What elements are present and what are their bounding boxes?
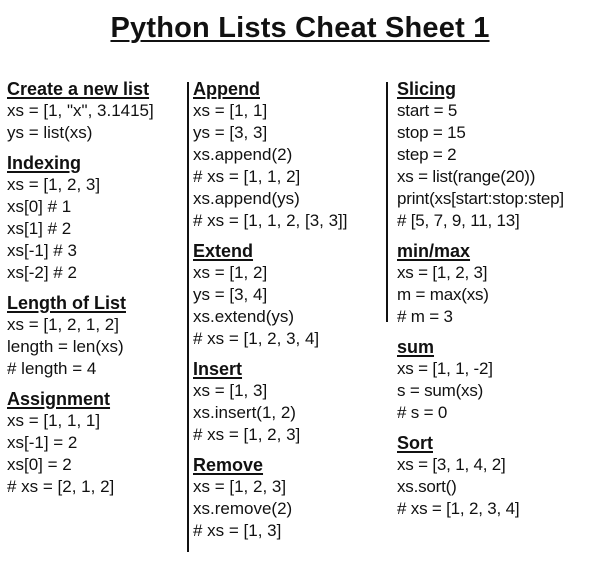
section-indexing: Indexing xs = [1, 2, 3] xs[0] # 1 xs[1] …	[7, 152, 185, 284]
section-heading: Remove	[193, 455, 264, 475]
section-sort: Sort xs = [3, 1, 4, 2] xs.sort() # xs = …	[397, 432, 597, 520]
section-heading: min/max	[397, 241, 471, 261]
section-heading: Slicing	[397, 79, 457, 99]
code-line: # [5, 7, 9, 11, 13]	[397, 211, 520, 230]
code-line: xs.append(ys)	[193, 189, 300, 208]
code-line: xs.remove(2)	[193, 499, 293, 518]
code-line: xs[-1] # 3	[7, 241, 77, 260]
code-line: xs[-2] # 2	[7, 263, 77, 282]
code-line: xs = [1, 2, 1, 2]	[7, 315, 119, 334]
code-line: xs[-1] = 2	[7, 433, 78, 452]
code-line: # xs = [1, 3]	[193, 521, 282, 540]
section-create-list: Create a new list xs = [1, "x", 3.1415] …	[7, 78, 185, 144]
code-line: # s = 0	[397, 403, 448, 422]
code-line: xs[1] # 2	[7, 219, 72, 238]
code-line: s = sum(xs)	[397, 381, 484, 400]
code-line: # xs = [1, 2, 3, 4]	[193, 329, 320, 348]
code-line: xs = [1, "x", 3.1415]	[7, 101, 154, 120]
section-slicing: Slicing start = 5 stop = 15 step = 2 xs …	[397, 78, 597, 232]
code-line: length = len(xs)	[7, 337, 124, 356]
code-line: stop = 15	[397, 123, 466, 142]
code-line: step = 2	[397, 145, 457, 164]
section-insert: Insert xs = [1, 3] xs.insert(1, 2) # xs …	[193, 358, 383, 446]
code-line: xs = [1, 1]	[193, 101, 268, 120]
section-heading: Insert	[193, 359, 243, 379]
code-line: xs[0] = 2	[7, 455, 72, 474]
code-line: xs.extend(ys)	[193, 307, 295, 326]
code-line: xs = [1, 2, 3]	[193, 477, 287, 496]
section-heading: Length of List	[7, 293, 126, 313]
code-line: # xs = [1, 1, 2, [3, 3]]	[193, 211, 348, 230]
code-line: xs = [1, 3]	[193, 381, 268, 400]
column-3: Slicing start = 5 stop = 15 step = 2 xs …	[397, 78, 597, 528]
code-line: # xs = [1, 2, 3, 4]	[397, 499, 520, 518]
section-heading: Extend	[193, 241, 254, 261]
column-2: Append xs = [1, 1] ys = [3, 3] xs.append…	[193, 78, 383, 550]
column-divider-1	[187, 82, 189, 552]
code-line: m = max(xs)	[397, 285, 489, 304]
code-line: ys = [3, 4]	[193, 285, 268, 304]
column-1: Create a new list xs = [1, "x", 3.1415] …	[7, 78, 185, 506]
code-line: xs = [1, 2, 3]	[397, 263, 488, 282]
section-sum: sum xs = [1, 1, -2] s = sum(xs) # s = 0	[397, 336, 597, 424]
code-line: ys = list(xs)	[7, 123, 93, 142]
code-line: # xs = [2, 1, 2]	[7, 477, 115, 496]
section-assignment: Assignment xs = [1, 1, 1] xs[-1] = 2 xs[…	[7, 388, 185, 498]
code-line: xs = [3, 1, 4, 2]	[397, 455, 506, 474]
page-title: Python Lists Cheat Sheet 1	[110, 12, 490, 44]
section-extend: Extend xs = [1, 2] ys = [3, 4] xs.extend…	[193, 240, 383, 350]
code-line: xs.insert(1, 2)	[193, 403, 296, 422]
section-remove: Remove xs = [1, 2, 3] xs.remove(2) # xs …	[193, 454, 383, 542]
code-line: start = 5	[397, 101, 458, 120]
code-line: xs = [1, 1, -2]	[397, 359, 493, 378]
section-heading: Create a new list	[7, 79, 150, 99]
code-line: xs[0] # 1	[7, 197, 72, 216]
section-length: Length of List xs = [1, 2, 1, 2] length …	[7, 292, 185, 380]
section-heading: sum	[397, 337, 435, 357]
code-line: # xs = [1, 2, 3]	[193, 425, 301, 444]
code-line: print(xs[start:stop:step]	[397, 189, 564, 208]
code-line: # m = 3	[397, 307, 453, 326]
code-line: ys = [3, 3]	[193, 123, 268, 142]
code-line: xs = [1, 2, 3]	[7, 175, 101, 194]
section-heading: Indexing	[7, 153, 82, 173]
section-heading: Append	[193, 79, 260, 99]
section-heading: Sort	[397, 433, 433, 453]
section-heading: Assignment	[7, 389, 111, 409]
section-min-max: min/max xs = [1, 2, 3] m = max(xs) # m =…	[397, 240, 597, 328]
code-line: xs = [1, 2]	[193, 263, 268, 282]
code-line: # xs = [1, 1, 2]	[193, 167, 301, 186]
section-append: Append xs = [1, 1] ys = [3, 3] xs.append…	[193, 78, 383, 232]
code-line: xs = [1, 1, 1]	[7, 411, 101, 430]
code-line: xs = list(range(20))	[397, 167, 536, 186]
code-line: xs.append(2)	[193, 145, 293, 164]
column-divider-2	[386, 82, 388, 322]
code-line: # length = 4	[7, 359, 97, 378]
code-line: xs.sort()	[397, 477, 457, 496]
